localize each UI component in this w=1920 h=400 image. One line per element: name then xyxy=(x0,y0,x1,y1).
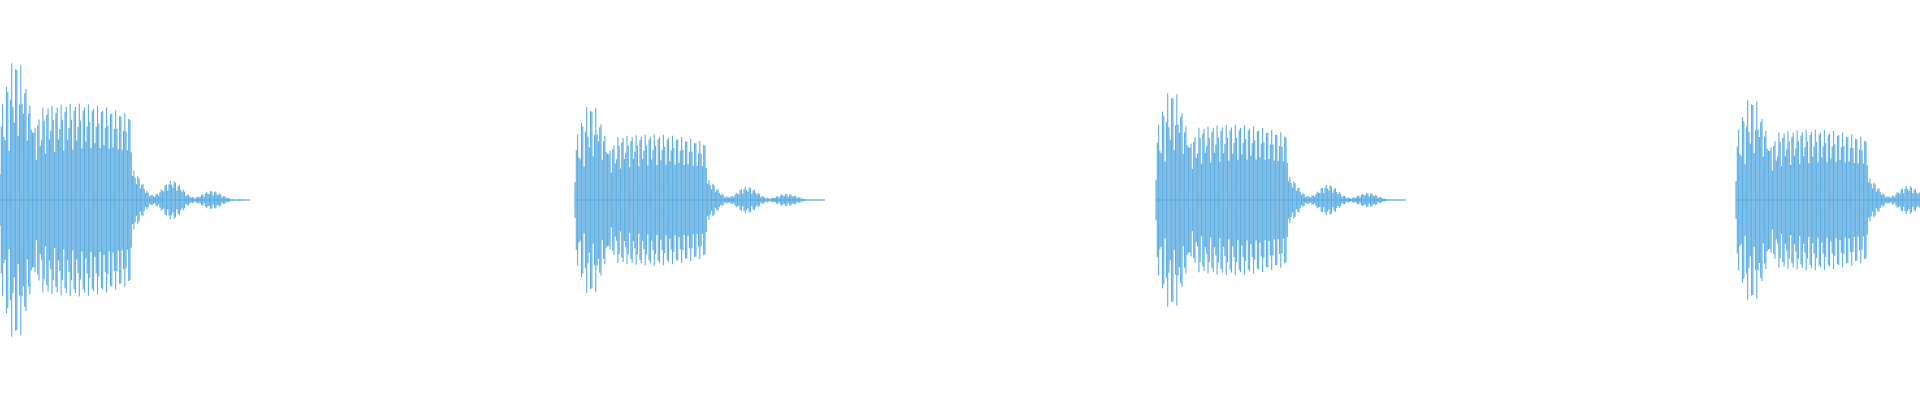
waveform-clip-3 xyxy=(1155,93,1406,307)
waveform-clip-2 xyxy=(574,107,825,293)
waveform-clip-1 xyxy=(0,63,250,337)
waveform-clip-4 xyxy=(1735,100,1920,300)
